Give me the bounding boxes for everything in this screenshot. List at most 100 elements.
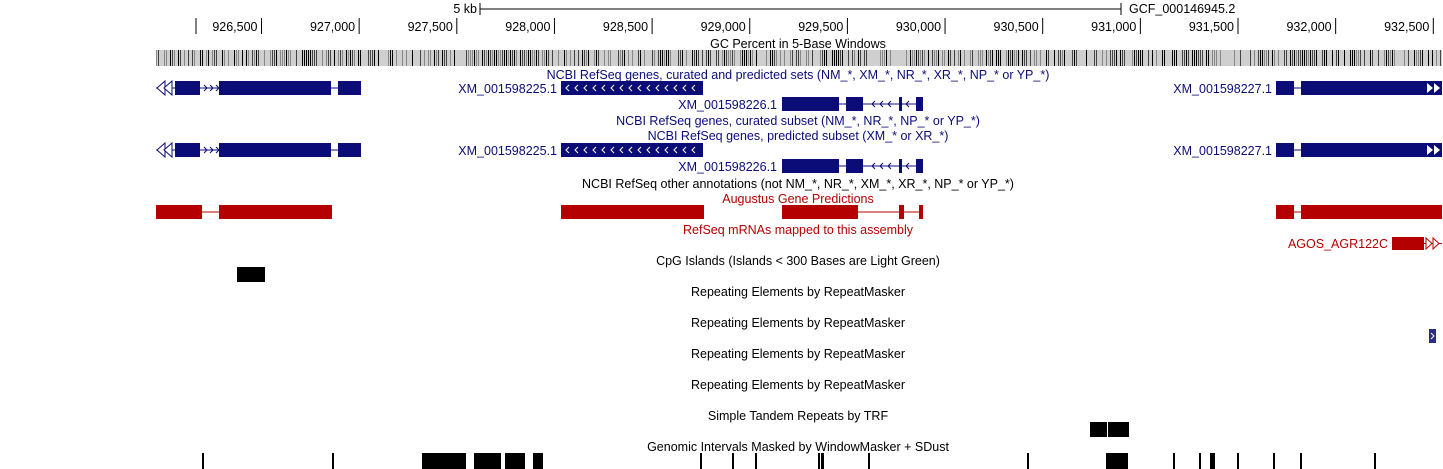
gene-exon[interactable] xyxy=(846,159,863,173)
gc-percent-bar xyxy=(1010,50,1011,66)
gene-exon[interactable] xyxy=(782,205,858,219)
gc-percent-bar xyxy=(304,50,305,66)
gc-percent-bar xyxy=(1292,50,1293,66)
windowmasker-feature[interactable] xyxy=(422,453,466,469)
gc-percent-bar xyxy=(1112,50,1113,66)
refseq-predicted-gene-label-1[interactable]: XM_001598225.1 xyxy=(458,144,557,158)
gene-exon[interactable] xyxy=(1301,205,1442,219)
cpg-island-feature[interactable] xyxy=(237,267,265,282)
gene-exon[interactable] xyxy=(561,143,703,157)
gc-percent-bar xyxy=(716,50,717,66)
simple-repeat-feature-2[interactable] xyxy=(1108,422,1129,437)
windowmasker-feature[interactable] xyxy=(1210,453,1215,469)
gene-exon[interactable] xyxy=(219,205,332,219)
gc-percent-bar xyxy=(978,50,979,66)
gene-exon[interactable] xyxy=(175,143,200,157)
gc-percent-track[interactable]: GC Percent in 5-Base Windows xyxy=(156,37,1442,66)
refseq-curated-track[interactable]: NCBI RefSeq genes, curated subset (NM_*,… xyxy=(616,114,980,128)
windowmasker-feature[interactable] xyxy=(818,453,820,469)
augustus-genes[interactable] xyxy=(156,205,1442,219)
refseq-predicted-track[interactable]: NCBI RefSeq genes, predicted subset (XM_… xyxy=(156,129,1442,174)
gc-percent-bar xyxy=(548,50,549,66)
windowmasker-feature[interactable] xyxy=(332,453,334,469)
windowmasker-feature[interactable] xyxy=(1027,453,1029,469)
gc-percent-bar xyxy=(326,50,327,66)
ruler-tick-label: 928,500 xyxy=(603,20,648,34)
gene-exon[interactable] xyxy=(846,97,863,111)
repeatmasker-track-1[interactable]: Repeating Elements by RepeatMasker xyxy=(691,285,905,299)
windowmasker-track[interactable]: Genomic Intervals Masked by WindowMasker… xyxy=(202,440,1376,469)
refseq-all-gene-label-3[interactable]: XM_001598227.1 xyxy=(1173,82,1272,96)
gene-exon[interactable] xyxy=(338,81,361,95)
gene-exon[interactable] xyxy=(919,205,923,219)
windowmasker-feature[interactable] xyxy=(868,453,870,469)
gene-exon[interactable] xyxy=(561,81,703,95)
gene-exon[interactable] xyxy=(899,205,904,219)
gc-percent-bar xyxy=(1198,50,1199,66)
gene-exon[interactable] xyxy=(1301,143,1442,157)
gene-exon[interactable] xyxy=(156,205,202,219)
gc-percent-bar xyxy=(832,50,833,66)
refseq-all-track[interactable]: NCBI RefSeq genes, curated and predicted… xyxy=(156,68,1442,112)
gene-exon[interactable] xyxy=(916,159,923,173)
windowmasker-feature[interactable] xyxy=(732,453,734,469)
refseq-predicted-gene-label-3[interactable]: XM_001598227.1 xyxy=(1173,144,1272,158)
repeatmasker-track-4[interactable]: Repeating Elements by RepeatMasker xyxy=(691,378,905,392)
gc-percent-bar xyxy=(520,50,521,66)
refseq-mrna-track[interactable]: RefSeq mRNAs mapped to this assembly AGO… xyxy=(683,223,1442,251)
windowmasker-feature[interactable] xyxy=(821,453,824,469)
windowmasker-feature[interactable] xyxy=(1374,453,1376,469)
augustus-track[interactable]: Augustus Gene Predictions xyxy=(156,192,1442,219)
windowmasker-feature[interactable] xyxy=(1273,453,1275,469)
windowmasker-feature[interactable] xyxy=(1300,453,1302,469)
windowmasker-feature[interactable] xyxy=(1173,453,1175,469)
repeatmasker-feature[interactable] xyxy=(1429,329,1436,343)
gene-exon[interactable] xyxy=(782,97,839,111)
strand-arrow-icon xyxy=(574,84,579,92)
refseq-other-track[interactable]: NCBI RefSeq other annotations (not NM_*,… xyxy=(582,177,1014,191)
refseq-mrna-item[interactable] xyxy=(1392,236,1442,251)
windowmasker-feature[interactable] xyxy=(505,453,525,469)
refseq-predicted-genes[interactable] xyxy=(156,141,1442,173)
gene-exon[interactable] xyxy=(1276,205,1294,219)
gene-exon[interactable] xyxy=(899,97,902,111)
gc-percent-bar xyxy=(428,50,429,66)
gc-percent-bar xyxy=(214,50,215,66)
gene-exon[interactable] xyxy=(899,159,902,173)
windowmasker-feature[interactable] xyxy=(1237,453,1239,469)
refseq-predicted-gene-label-2[interactable]: XM_001598226.1 xyxy=(678,160,777,174)
windowmasker-features[interactable] xyxy=(202,453,1376,469)
gene-exon[interactable] xyxy=(175,81,200,95)
refseq-all-gene-label-2[interactable]: XM_001598226.1 xyxy=(678,98,777,112)
gc-percent-track-title: GC Percent in 5-Base Windows xyxy=(710,37,886,51)
gene-exon[interactable] xyxy=(1276,143,1294,157)
refseq-all-genes[interactable] xyxy=(156,79,1442,111)
gene-exon[interactable] xyxy=(916,97,923,111)
gene-exon[interactable] xyxy=(219,81,331,95)
gene-exon[interactable] xyxy=(1276,81,1294,95)
gc-percent-bar xyxy=(1356,50,1357,66)
repeatmasker-track-2[interactable]: Repeating Elements by RepeatMasker xyxy=(691,316,1436,343)
refseq-mrna-item-label[interactable]: AGOS_AGR122C xyxy=(1288,237,1388,251)
windowmasker-feature[interactable] xyxy=(533,453,543,469)
mrna-exon[interactable] xyxy=(1392,237,1424,250)
windowmasker-feature[interactable] xyxy=(1199,453,1201,469)
windowmasker-feature[interactable] xyxy=(1106,453,1128,469)
windowmasker-feature[interactable] xyxy=(474,453,501,469)
gene-exon[interactable] xyxy=(338,143,361,157)
gene-exon[interactable] xyxy=(561,205,704,219)
gene-exon[interactable] xyxy=(1301,81,1442,95)
cpg-islands-track[interactable]: CpG Islands (Islands < 300 Bases are Lig… xyxy=(237,254,940,282)
gc-percent-bar xyxy=(980,50,981,66)
gene-exon[interactable] xyxy=(219,143,331,157)
gene-exon[interactable] xyxy=(782,159,839,173)
simple-repeat-feature-1[interactable] xyxy=(1090,422,1107,437)
gc-percent-bar xyxy=(632,50,633,66)
repeatmasker-track-3[interactable]: Repeating Elements by RepeatMasker xyxy=(691,347,905,361)
windowmasker-feature[interactable] xyxy=(755,453,757,469)
windowmasker-feature[interactable] xyxy=(202,453,204,469)
simple-repeats-track[interactable]: Simple Tandem Repeats by TRF xyxy=(708,409,1129,437)
windowmasker-feature[interactable] xyxy=(700,453,702,469)
refseq-all-gene-label-1[interactable]: XM_001598225.1 xyxy=(458,82,557,96)
